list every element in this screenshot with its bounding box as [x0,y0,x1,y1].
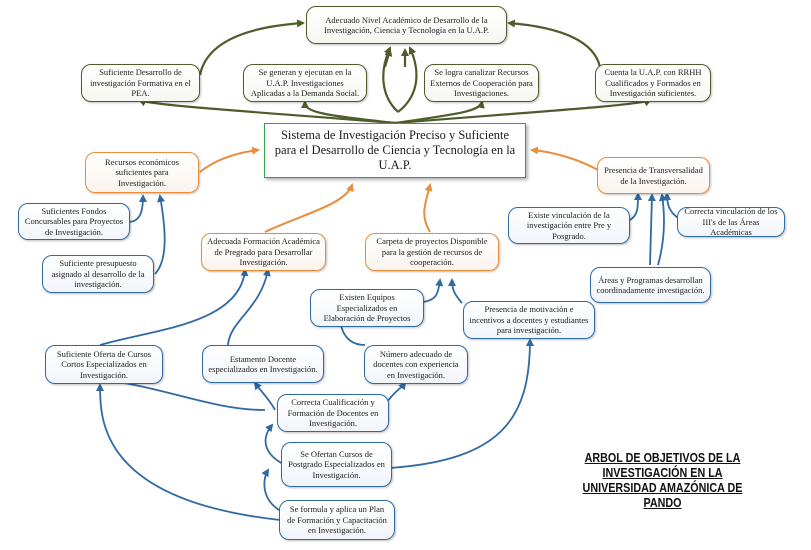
diagram-title: ARBOL DE OBJETIVOS DE LA INVESTIGACIÓN E… [582,451,743,510]
accion-areas-programas-node: Áreas y Programas desarrollan coordinada… [590,267,711,303]
fin-investigacion-formativa-node: Suficiente Desarrollo de investigación F… [81,64,200,102]
fin-investigaciones-aplicadas-node: Se generan y ejecutan en la U.A.P. Inves… [243,64,367,102]
accion-numero-docentes-node: Número adecuado de docentes con experien… [364,345,468,384]
medio-carpeta-proyectos-node: Carpeta de proyectos Disponible para la … [365,233,499,271]
medio-recursos-economicos-node: Recursos económicos suficientes para Inv… [85,152,199,193]
fin-rrhh-cualificados-node: Cuenta la U.A.P. con RRHH Cualificados y… [595,64,711,102]
accion-plan-formacion-node: Se formula y aplica un Plan de Formación… [279,500,395,540]
fin-top-node: Adecuado Nivel Académico de Desarrollo d… [306,6,507,44]
links-medios [199,146,599,233]
accion-equipos-especializados-node: Existen Equipos Especializados en Elabor… [310,289,424,327]
fin-recursos-externos-node: Se logra canalizar Recursos Externos de … [424,64,539,102]
accion-presupuesto-node: Suficiente presupuesto asignado al desar… [42,255,154,293]
accion-cualificacion-docentes-node: Correcta Cualificación y Formación de Do… [277,394,389,432]
accion-estamento-docente-node: Estamento Docente especializados en Inve… [202,345,324,383]
accion-vinculacion-pre-posgrado-node: Existe vinculación de la investigación e… [508,207,630,244]
central-objective: Sistema de Investigación Preciso y Sufic… [264,123,526,178]
accion-cursos-postgrado-node: Se Ofertan Cursos de Postgrado Especiali… [281,442,392,487]
accion-motivacion-incentivos-node: Presencia de motivación e incentivos a d… [463,301,595,339]
accion-cursos-cortos-node: Suficiente Oferta de Cursos Cortos Espec… [45,345,163,384]
links-acciones [96,192,679,521]
medio-formacion-pregrado-node: Adecuada Formación Académica de Pregrado… [201,233,326,271]
accion-fondos-concursables-node: Suficientes Fondos Concursables para Pro… [18,203,130,240]
accion-vinculacion-iii-node: Correcta vinculación de los III's de las… [677,206,785,237]
medio-transversalidad-node: Presencia de Transversalidad de la Inves… [597,157,710,194]
